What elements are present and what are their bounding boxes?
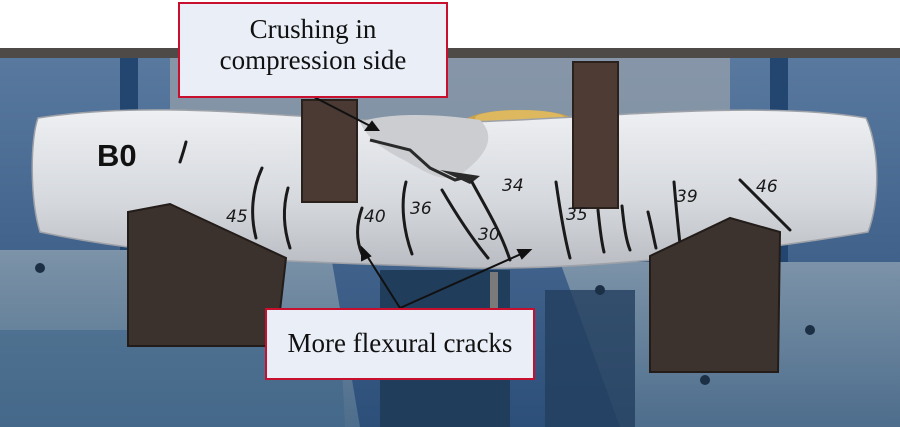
crack-number: 46: [756, 177, 778, 197]
callout-crushing: Crushing in compression side: [178, 2, 448, 98]
crack-number: 39: [676, 187, 698, 207]
specimen-label: B0: [97, 138, 137, 173]
crack-number: 40: [364, 207, 386, 227]
crack-number: 36: [410, 199, 432, 219]
callout-flexural-text: More flexural cracks: [287, 328, 513, 359]
crack-number: 30: [478, 225, 500, 245]
crushed-zone: [360, 115, 489, 179]
crack-number: 34: [502, 176, 524, 196]
callout-crushing-line2: compression side: [219, 45, 407, 76]
callout-arrows: [311, 95, 533, 309]
left-load-pad: [301, 99, 358, 203]
right-load-pad: [572, 61, 619, 209]
right-support: [649, 216, 782, 373]
flexural-cracks: [178, 140, 792, 262]
callout-flexural-cracks: More flexural cracks: [265, 308, 535, 380]
callout-crushing-line1: Crushing in: [249, 14, 377, 44]
crack-number: 45: [226, 207, 248, 227]
left-support: [127, 202, 288, 347]
crack-number: 35: [566, 205, 588, 225]
